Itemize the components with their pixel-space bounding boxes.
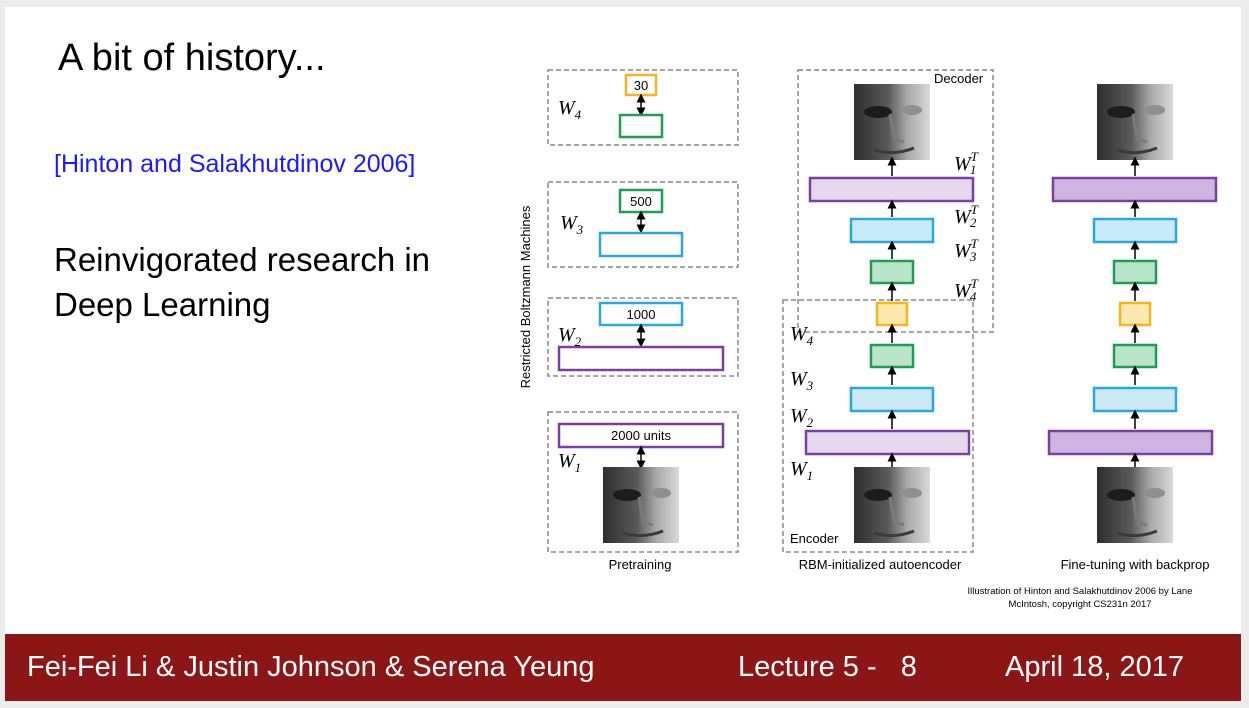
footer-lecture-number: Lecture 5 - 8 (738, 651, 917, 684)
ft-decoder-purple (1053, 178, 1216, 201)
column-title-autoencoder: RBM-initialized autoencoder (799, 557, 962, 572)
slide: A bit of history... [Hinton and Salakhut… (5, 7, 1241, 701)
label-1000: 1000 (627, 307, 656, 322)
w1-pretrain-label: W1 (558, 450, 581, 475)
ae-encoder-purple (806, 431, 969, 454)
pretraining-column: 30 W4 500 W3 1000 W2 2000 units W1 Pretr… (548, 70, 738, 572)
column-title-finetuning: Fine-tuning with backprop (1061, 557, 1210, 572)
ft-decoder-green (1114, 261, 1156, 283)
face-image-encoder-input (854, 467, 930, 543)
body-text: Reinvigorated research in Deep Learning (54, 237, 430, 327)
ft-code-yellow (1120, 303, 1150, 325)
citation: [Hinton and Salakhutdinov 2006] (54, 150, 415, 179)
autoencoder-diagram: Restricted Boltzmann Machines 30 W4 500 … (510, 57, 1230, 577)
ft-encoder-green (1114, 345, 1156, 367)
w4-encoder-label: W4 (790, 323, 814, 348)
w3-encoder-label: W3 (790, 368, 814, 393)
label-500: 500 (630, 194, 652, 209)
ae-decoder-purple (810, 178, 973, 201)
finetuning-column: Fine-tuning with backprop (1049, 84, 1216, 572)
credit-line-2: McIntosh, copyright CS231n 2017 (940, 598, 1220, 611)
rbm-unit-blue (600, 233, 682, 256)
label-2000-units: 2000 units (611, 428, 671, 443)
body-line-2: Deep Learning (54, 282, 430, 327)
label-30: 30 (634, 78, 648, 93)
ft-encoder-blue (1094, 388, 1176, 411)
slide-title: A bit of history... (58, 37, 326, 80)
ae-encoder-blue (851, 388, 933, 411)
rbm-unit-purple (559, 347, 723, 370)
encoder-label: Encoder (790, 531, 839, 546)
ae-decoder-blue (851, 219, 933, 242)
w2-pretrain-label: W2 (558, 324, 582, 349)
ft-decoder-blue (1094, 219, 1176, 242)
decoder-label: Decoder (934, 71, 984, 86)
w3-pretrain-label: W3 (560, 212, 584, 237)
face-image-finetune-input (1097, 467, 1173, 543)
face-image-decoder-output (854, 84, 930, 160)
ae-code-yellow (877, 303, 907, 325)
w2-encoder-label: W2 (790, 405, 814, 430)
column-title-pretraining: Pretraining (609, 557, 672, 572)
footer-date: April 18, 2017 (1005, 651, 1184, 684)
w1-encoder-label: W1 (790, 458, 813, 483)
illustration-credit: Illustration of Hinton and Salakhutdinov… (940, 585, 1220, 611)
rbm-unit-green-top (620, 115, 662, 137)
w4-pretrain-label: W4 (558, 97, 582, 122)
face-image-finetune-output (1097, 84, 1173, 160)
body-line-1: Reinvigorated research in (54, 237, 430, 282)
footer-bar: Fei-Fei Li & Justin Johnson & Serena Yeu… (5, 634, 1241, 701)
face-image-pretrain (603, 467, 679, 543)
ae-encoder-green (871, 345, 913, 367)
credit-line-1: Illustration of Hinton and Salakhutdinov… (940, 585, 1220, 598)
ae-decoder-green (871, 261, 913, 283)
footer-authors: Fei-Fei Li & Justin Johnson & Serena Yeu… (27, 651, 594, 684)
rbm-side-label: Restricted Boltzmann Machines (518, 205, 533, 388)
ft-encoder-purple (1049, 431, 1212, 454)
